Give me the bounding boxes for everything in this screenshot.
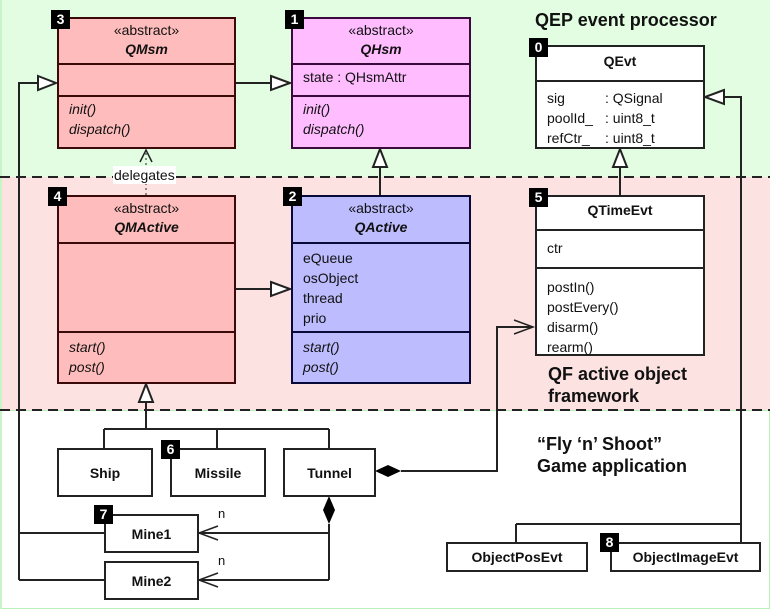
comp-tunnel-qtimeevt (375, 319, 536, 477)
multiplicity-mine1: n (218, 506, 226, 521)
operation: dispatch() (303, 121, 365, 137)
operations-section: init() dispatch() (293, 95, 469, 149)
class-qevt[interactable]: QEvt sig: QSignal poolId_: uint8_t refCt… (535, 45, 705, 149)
class-objectposevt[interactable]: ObjectPosEvt (446, 542, 588, 572)
operation: disarm() (547, 319, 599, 335)
operations-section: start() post() (59, 331, 234, 386)
left-edge (0, 0, 2, 609)
operation: postIn() (547, 279, 595, 295)
operation: rearm() (547, 339, 593, 355)
class-name: ObjectPosEvt (471, 549, 563, 565)
qep-layer-label: QEP event processor (535, 10, 717, 30)
class-header: «abstract» QMsm (59, 19, 234, 63)
badge: 7 (94, 505, 113, 524)
operation: init() (69, 101, 97, 117)
comp-tunnel-mines (196, 496, 335, 588)
operation: postEvery() (547, 299, 619, 315)
stereotype: «abstract» (348, 22, 414, 38)
class-name: QMsm (125, 41, 168, 57)
class-objectimageevt[interactable]: ObjectImageEvt (610, 542, 761, 572)
class-name: Ship (89, 464, 121, 481)
class-missile[interactable]: Missile (170, 448, 266, 497)
operation: init() (303, 101, 331, 117)
class-header: «abstract» QHsm (293, 19, 469, 63)
operations-section: start() post() (293, 331, 469, 386)
operations-section: init() dispatch() (59, 95, 234, 149)
class-qhsm[interactable]: «abstract» QHsm state : QHsmAttr init() … (291, 17, 471, 149)
class-mine1[interactable]: Mine1 (104, 514, 199, 553)
stereotype: «abstract» (348, 200, 414, 216)
multiplicity-mine2: n (218, 553, 226, 568)
class-name: Mine1 (131, 525, 172, 542)
attribute: prio (303, 310, 327, 326)
class-name: Mine2 (131, 572, 172, 589)
attribute: refCtr_: uint8_t (547, 130, 655, 146)
gen-qmactive-qactive (235, 280, 293, 298)
attribute: thread (303, 290, 343, 306)
badge: 6 (161, 440, 180, 459)
attribute: sig: QSignal (547, 90, 663, 106)
attribute: eQueue (303, 250, 353, 266)
operation: start() (303, 339, 340, 355)
operation: post() (303, 359, 339, 375)
attribute: osObject (303, 270, 359, 286)
gen-gameevts-qevt (515, 88, 742, 542)
class-name: Tunnel (307, 464, 352, 481)
gen-qmsm-qhsm (235, 74, 293, 92)
operation: post() (69, 359, 105, 375)
class-name: QActive (354, 219, 408, 235)
attribute: poolId_: uint8_t (547, 110, 655, 126)
badge: 5 (529, 188, 548, 207)
attributes-section (59, 242, 234, 331)
operation: start() (69, 339, 106, 355)
attributes-section: eQueue osObject thread prio (293, 242, 469, 331)
qf-layer-label-line1: QF active object (548, 364, 688, 384)
stereotype: «abstract» (113, 22, 180, 38)
class-name: QEvt (603, 53, 637, 69)
attribute: state : QHsmAttr (303, 69, 407, 85)
attributes-section (59, 63, 234, 95)
operation: dispatch() (69, 121, 131, 137)
class-header: «abstract» QMActive (59, 197, 234, 242)
class-qmactive[interactable]: «abstract» QMActive start() post() (57, 195, 236, 384)
class-header: QEvt (537, 47, 703, 80)
qf-layer-label-line2: framework (548, 386, 640, 406)
attributes-section: sig: QSignal poolId_: uint8_t refCtr_: u… (537, 80, 703, 152)
badge: 2 (283, 187, 302, 206)
badge: 0 (529, 38, 548, 57)
class-name: Missile (194, 464, 242, 481)
class-tunnel[interactable]: Tunnel (283, 448, 376, 497)
attributes-section: ctr (537, 229, 703, 267)
attributes-section: state : QHsmAttr (293, 63, 469, 95)
badge: 1 (285, 10, 304, 29)
class-header: QTimeEvt (537, 197, 703, 229)
gen-qtimeevt-qevt (611, 146, 629, 195)
gen-game-qmactive (103, 381, 330, 448)
class-mine2[interactable]: Mine2 (104, 561, 199, 600)
delegates-label: delegates (113, 166, 176, 184)
gen-mines-qmsm (18, 74, 104, 581)
badge: 3 (51, 10, 70, 29)
class-name: QTimeEvt (587, 202, 653, 218)
gen-qactive-qhsm (371, 146, 389, 195)
badge: 8 (600, 533, 619, 552)
attribute: ctr (547, 240, 563, 256)
app-layer-label-line2: Game application (537, 456, 688, 476)
class-qmsm[interactable]: «abstract» QMsm init() dispatch() (57, 17, 236, 149)
class-name: ObjectImageEvt (632, 549, 739, 565)
class-qtimeevt[interactable]: QTimeEvt ctr postIn() postEvery() disarm… (535, 195, 705, 356)
class-qactive[interactable]: «abstract» QActive eQueue osObject threa… (291, 195, 471, 384)
stereotype: «abstract» (113, 200, 180, 216)
badge: 4 (48, 187, 67, 206)
class-header: «abstract» QActive (293, 197, 469, 242)
app-layer-label-line1: “Fly ‘n’ Shoot” (537, 434, 662, 454)
class-ship[interactable]: Ship (57, 448, 153, 497)
class-name: QHsm (360, 41, 402, 57)
class-name: QMActive (114, 219, 179, 235)
operations-section: postIn() postEvery() disarm() rearm() (537, 267, 703, 358)
